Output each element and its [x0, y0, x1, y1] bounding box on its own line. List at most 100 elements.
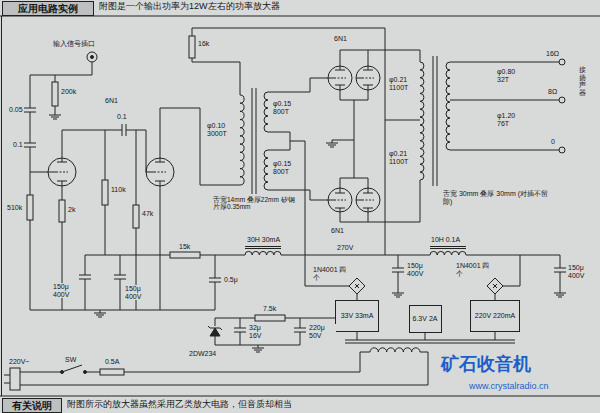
wire [215, 255, 216, 278]
wire [105, 205, 106, 255]
part-label: 10H 0.1A [430, 236, 461, 244]
wire [200, 255, 245, 256]
diode-bridge [355, 284, 359, 288]
part-label: 1N4001 四个 [455, 262, 491, 277]
frame-line [0, 396, 600, 397]
resistor-symbol [102, 180, 108, 205]
wire [20, 352, 428, 385]
choke-core [245, 246, 281, 247]
part-label: 510k [6, 204, 23, 212]
coil-winding [264, 150, 268, 190]
ground-symbol [396, 297, 400, 298]
terminal [559, 59, 565, 65]
tube-cathode [62, 181, 63, 186]
part-label: φ0.80 32T [496, 68, 528, 83]
terminal [559, 147, 565, 153]
wire [340, 90, 368, 100]
transformer-core [252, 88, 253, 194]
wire [105, 130, 106, 180]
watermark: www.crystalradio.cn [468, 382, 550, 392]
part-label: 附图是一个输出功率为12W左右的功率放大器 [98, 2, 281, 12]
wire [136, 130, 137, 205]
mains-plug [10, 368, 20, 390]
capacitor-plate [554, 268, 566, 269]
part-label: 6N1 [333, 35, 348, 43]
ground-symbol [98, 317, 102, 318]
ground-symbol [94, 313, 106, 314]
part-label: 7.5k [262, 305, 277, 313]
frame-line [1, 16, 2, 396]
wire [340, 50, 420, 66]
ground-symbol [326, 143, 338, 144]
part-label: 接扬声器 [578, 66, 587, 97]
ground-symbol [49, 115, 61, 116]
coil-winding [245, 251, 281, 255]
wire [466, 255, 560, 256]
resistor-symbol [52, 82, 58, 106]
capacitor-plate [392, 268, 404, 269]
ground-symbol [96, 315, 104, 316]
part-label: 200k [60, 88, 77, 96]
tube-grid [356, 78, 362, 79]
tube-cathode [160, 181, 161, 186]
mains-plug [4, 375, 10, 376]
wire [495, 332, 496, 340]
wire [62, 186, 63, 200]
terminal [559, 97, 565, 103]
part-label: 1N4001 四个 [312, 266, 350, 281]
resistor-symbol [59, 200, 65, 222]
heading-band: 应用电路实例 [2, 1, 94, 16]
part-label: 舌宽 30mm 叠厚 30mm (对插不留隙) [442, 190, 556, 205]
part-label: φ0.15 800T [272, 100, 302, 115]
resistor-symbol [255, 315, 285, 321]
tube-envelope [328, 188, 352, 212]
part-label: 150μ 400V [124, 285, 154, 300]
tube-cathode [340, 85, 341, 90]
tube-grid [48, 172, 56, 173]
part-label: 2k [67, 206, 76, 214]
tube-plate [340, 66, 341, 70]
node-text: 6.3V 2A [413, 315, 438, 323]
diode-bridge [493, 284, 497, 288]
part-label: 2DW234 [188, 350, 217, 358]
wire [20, 372, 62, 373]
wire [30, 112, 31, 143]
ground-symbol [254, 350, 262, 351]
capacitor-plate [114, 275, 126, 276]
part-label: 220V~ [8, 358, 30, 366]
node-text: 33V 33mA [341, 312, 374, 320]
wire [398, 255, 399, 268]
tube-plate [340, 208, 341, 212]
transformer-core [433, 56, 434, 186]
wire [240, 318, 241, 328]
coil-winding [240, 95, 244, 185]
wire [450, 62, 559, 63]
part-label: 16k [197, 40, 210, 48]
wire [160, 108, 240, 185]
wire [285, 318, 335, 319]
resistor-symbol [133, 205, 139, 228]
ground-symbol [53, 119, 57, 120]
wire [398, 272, 399, 290]
wire [340, 178, 368, 188]
wire [124, 352, 370, 372]
tube-grid [362, 78, 374, 79]
part-label: 150μ 400V [406, 262, 436, 277]
resistor-symbol [170, 252, 200, 258]
choke-core [245, 248, 281, 249]
part-label: 47k [141, 210, 154, 218]
transformer-core [345, 340, 515, 341]
part-label: 16Ω [545, 50, 560, 58]
wire [332, 140, 354, 141]
wire [268, 78, 328, 92]
coil-winding [370, 348, 420, 352]
wire [268, 132, 290, 150]
ground-symbol [330, 147, 334, 148]
choke-core [430, 248, 466, 249]
part-label: 30H 30mA [246, 236, 281, 244]
part-label: 220μ 50V [308, 324, 336, 339]
wire [85, 255, 170, 256]
part-label: SW [64, 356, 77, 364]
